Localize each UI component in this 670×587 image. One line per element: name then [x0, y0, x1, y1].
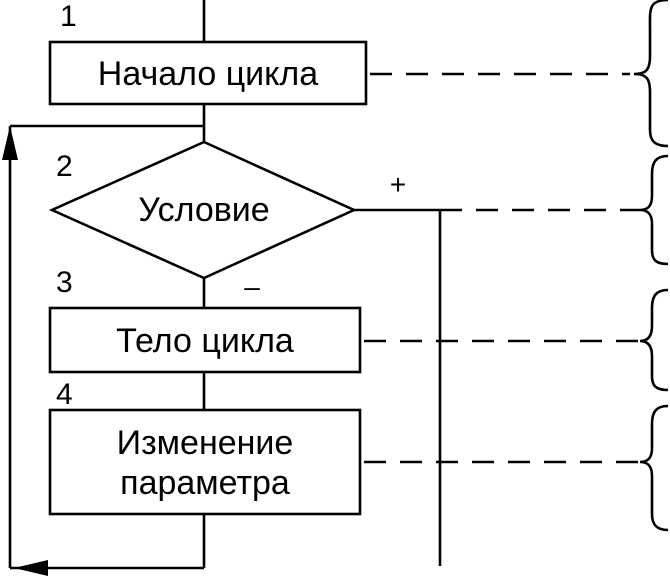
brace-3-icon [639, 288, 669, 392]
block-condition-label: Условие [138, 191, 269, 229]
block-loop-start-box [48, 40, 368, 106]
block-4-number: 4 [56, 378, 73, 411]
block-parameter-change: Изменение параметра [48, 408, 362, 516]
condition-true-sign: + [390, 169, 406, 200]
block-2-number: 2 [56, 150, 73, 183]
condition-false-sign: – [244, 271, 260, 302]
brace-2-icon [639, 154, 669, 266]
return-arrow-left-icon [14, 560, 48, 576]
block-loop-start-label: Начало цикла [98, 55, 318, 93]
block-loop-body-label: Тело цикла [116, 322, 294, 360]
block-1-number: 1 [60, 0, 77, 33]
return-arrow-up-icon [2, 126, 18, 160]
block-parameter-change-label-line2: параметра [120, 464, 290, 502]
block-loop-start: Начало цикла [48, 40, 368, 106]
block-3-number: 3 [56, 266, 73, 299]
brace-4-icon [639, 404, 669, 532]
block-parameter-change-label-line1: Изменение [117, 424, 294, 462]
block-loop-body: Тело цикла [48, 306, 362, 374]
block-condition: Условие [48, 140, 358, 280]
brace-1-icon [633, 0, 669, 148]
